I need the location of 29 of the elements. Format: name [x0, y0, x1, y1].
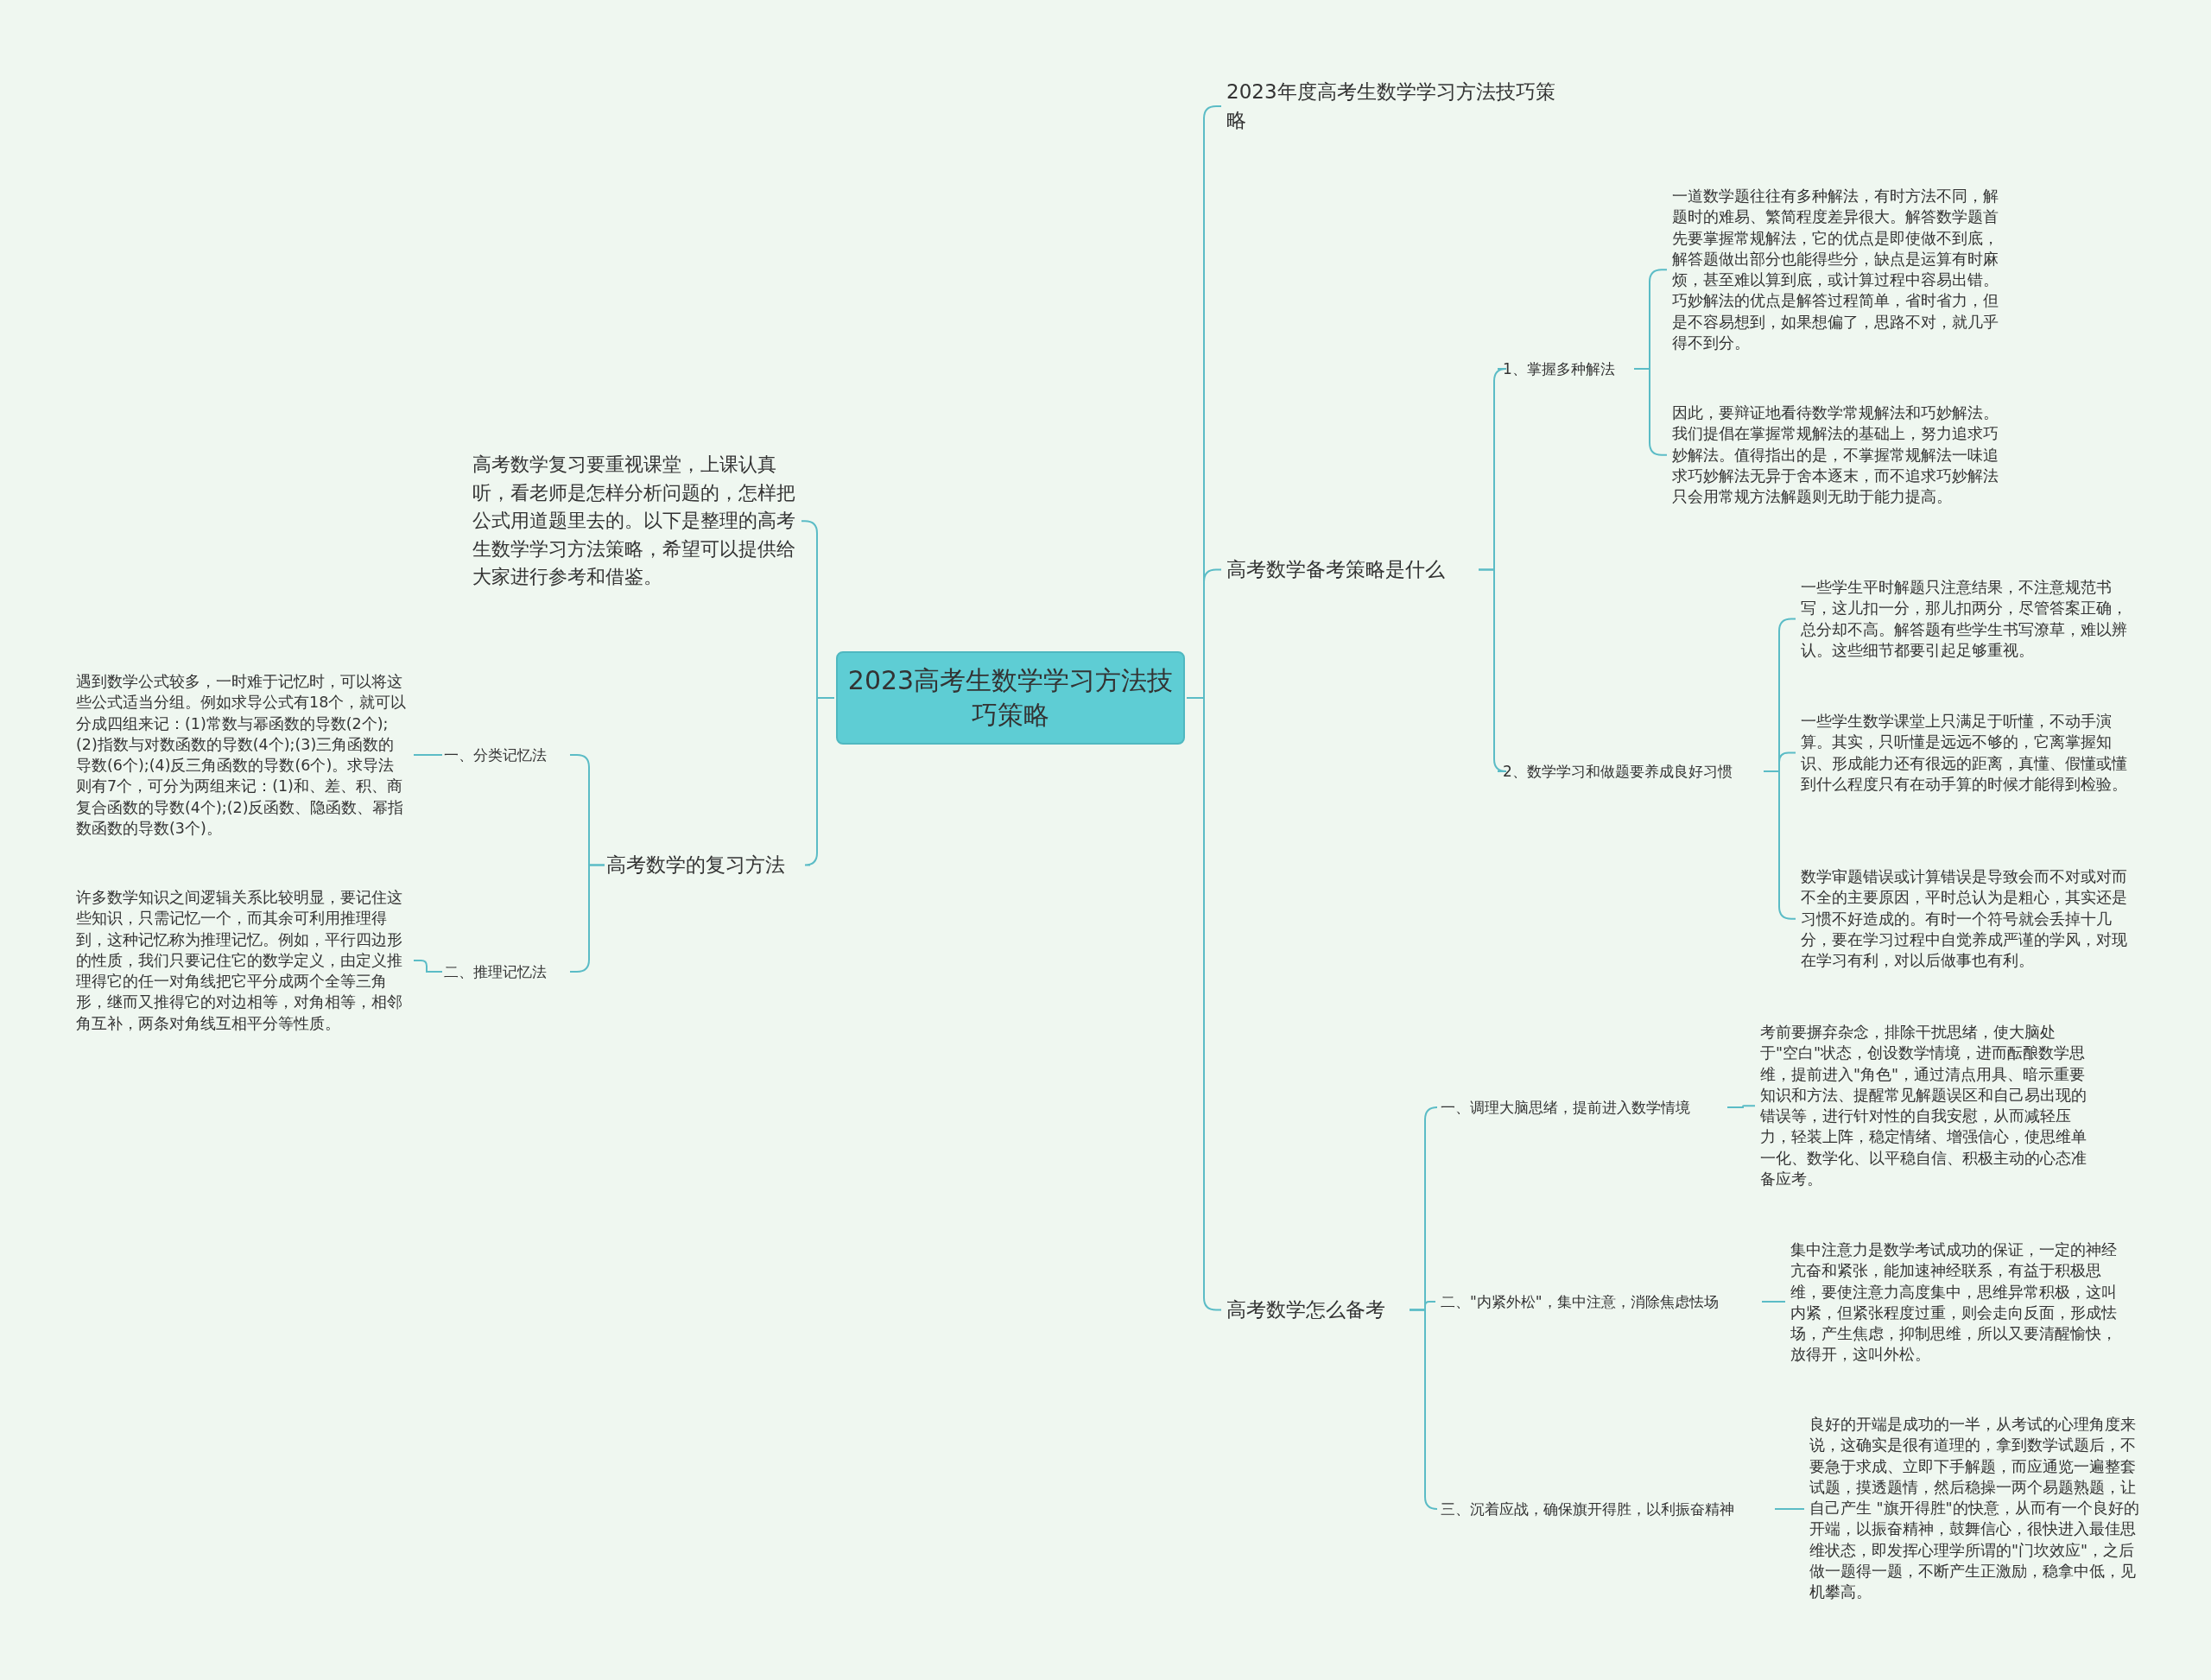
note-text: 因此，要辩证地看待数学常规解法和巧妙解法。我们提倡在掌握常规解法的基础上，努力追求巧妙解法。值得指出的是，不掌握常规解法一味追求巧妙解法无异于舍本逐末，而不追求巧妙解法只会用常规方法解题则无助于能力提高。: [1672, 403, 2005, 508]
note-text: 一些学生平时解题只注意结果，不注意规范书写，这儿扣一分，那儿扣两分，尽管答案正确，总分却不高。解答题有些学生书写潦草，难以辨认。这些细节都要引起足够重视。: [1801, 577, 2133, 662]
note-text: 一些学生数学课堂上只满足于听懂，不动手演算。其实，只听懂是远远不够的，它离掌握知识、形成能力还有很远的距离，真懂、假懂或懂到什么程度只有在动手算的时候才能得到检验。: [1801, 711, 2133, 796]
subtopic-label: 2、数学学习和做题要养成良好习惯: [1503, 761, 1762, 782]
subtopic-label: 一、分类记忆法: [444, 745, 565, 765]
branch-topic: 高考数学怎么备考: [1226, 1296, 1408, 1324]
note-text: 考前要摒弃杂念，排除干扰思绪，使大脑处于"空白"状态，创设数学情境，进而酝酿数学思维，提前进入"角色"，通过清点用具、暗示重要知识和方法、提醒常见解题误区和自己易出现的错误等，进行针对性的自我安慰，从而减轻压力，轻装上阵，稳定情绪、增强信心，使思维单一化、数学化、以平稳自信、积极主动的心态准备应考。: [1760, 1022, 2093, 1190]
branch-topic: 2023年度高考生数学学习方法技巧策略: [1226, 78, 1572, 135]
branch-topic: 高考数学备考策略是什么: [1226, 555, 1477, 584]
branch-topic: 高考数学的复习方法: [606, 851, 805, 879]
connector-line: [1774, 1508, 1805, 1510]
connector-line: [413, 754, 443, 756]
note-text: 遇到数学公式较多，一时难于记忆时，可以将这些公式适当分组。例如求导公式有18个，就可以分成四组来记：(1)常数与幂函数的导数(2个);(2)指数与对数函数的导数(4个);(3)三角函数的导数(6个);(4)反三角函数的导数(6个)。求导法则有7个，可分为两组来记：(1)和、差、积、商复合函数的导数(4个);(2)反函数、隐函数、幂指数函数的导数(3个)。: [76, 671, 409, 840]
central-topic-box: 2023高考生数学学习方法技巧策略: [836, 651, 1185, 745]
subtopic-label: 二、推理记忆法: [444, 961, 565, 982]
subtopic-label: 1、掌握多种解法: [1503, 358, 1632, 379]
connector-line: [1409, 1309, 1438, 1510]
connector-line: [1761, 1301, 1786, 1303]
intro-text: 高考数学复习要重视课堂，上课认真听，看老师是怎样分析问题的，怎样把公式用道题里去的。以下是整理的高考生数学学习方法策略，希望可以提供给大家进行参考和借鉴。: [472, 451, 796, 592]
note-text: 良好的开端是成功的一半，从考试的心理角度来说，这确实是很有道理的，拿到数学试题后，不要急于求成、立即下手解题，而应通览一遍整套试题，摸透题情，然后稳操一两个易题熟题，让自己产生 "旗开得胜"的快意，从而有一个良好的开端，以振奋精神，鼓舞信心，很快进入最佳思维状态，即发挥心理学所谓的"门坎效应"，之后做一题得一题，不断产生正激励，稳拿中低，见机攀高。: [1809, 1414, 2142, 1603]
note-text: 一道数学题往往有多种解法，有时方法不同，解题时的难易、繁简程度差异很大。解答数学题首先要掌握常规解法，它的优点是即使做不到底，解答题做出部分也能得些分，缺点是运算有时麻烦，甚至难以算到底，或计算过程中容易出错。巧妙解法的优点是解答过程简单，省时省力，但是不容易想到，如果想偏了，思路不对，就几乎得不到分。: [1672, 186, 2005, 354]
connector-line: [1726, 1105, 1756, 1108]
subtopic-label: 三、沉着应战，确保旗开得胜，以利振奋精神: [1441, 1499, 1773, 1519]
connector-line: [413, 960, 443, 973]
subtopic-label: 一、调理大脑思绪，提前进入数学情境: [1441, 1097, 1726, 1118]
note-text: 集中注意力是数学考试成功的保证，一定的神经亢奋和紧张，能加速神经联系，有益于积极思维，要使注意力高度集中，思维异常积极，这叫内紧，但紧张程度过重，则会走向反面，形成怯场，产生焦虑，抑制思维，所以又要清醒愉快，放得开，这叫外松。: [1790, 1239, 2123, 1366]
note-text: 数学审题错误或计算错误是导致会而不对或对而不全的主要原因，平时总认为是粗心，其实还是习惯不好造成的。有时一个符号就会丢掉十几分，要在学习过程中自觉养成严谨的学风，对现在学习有利，对以后做事也有利。: [1801, 866, 2133, 972]
note-text: 许多数学知识之间逻辑关系比较明显，要记住这些知识，只需记忆一个，而其余可利用推理得到，这种记忆称为推理记忆。例如，平行四边形的性质，我们只要记住它的数学定义，由定义推理得它的任一对角线把它平分成两个全等三角形，继而又推得它的对边相等，对角相等，相邻角互补，两条对角线互相平分等性质。: [76, 887, 409, 1035]
subtopic-label: 二、"内紧外松"，集中注意，消除焦虑怯场: [1441, 1291, 1760, 1312]
